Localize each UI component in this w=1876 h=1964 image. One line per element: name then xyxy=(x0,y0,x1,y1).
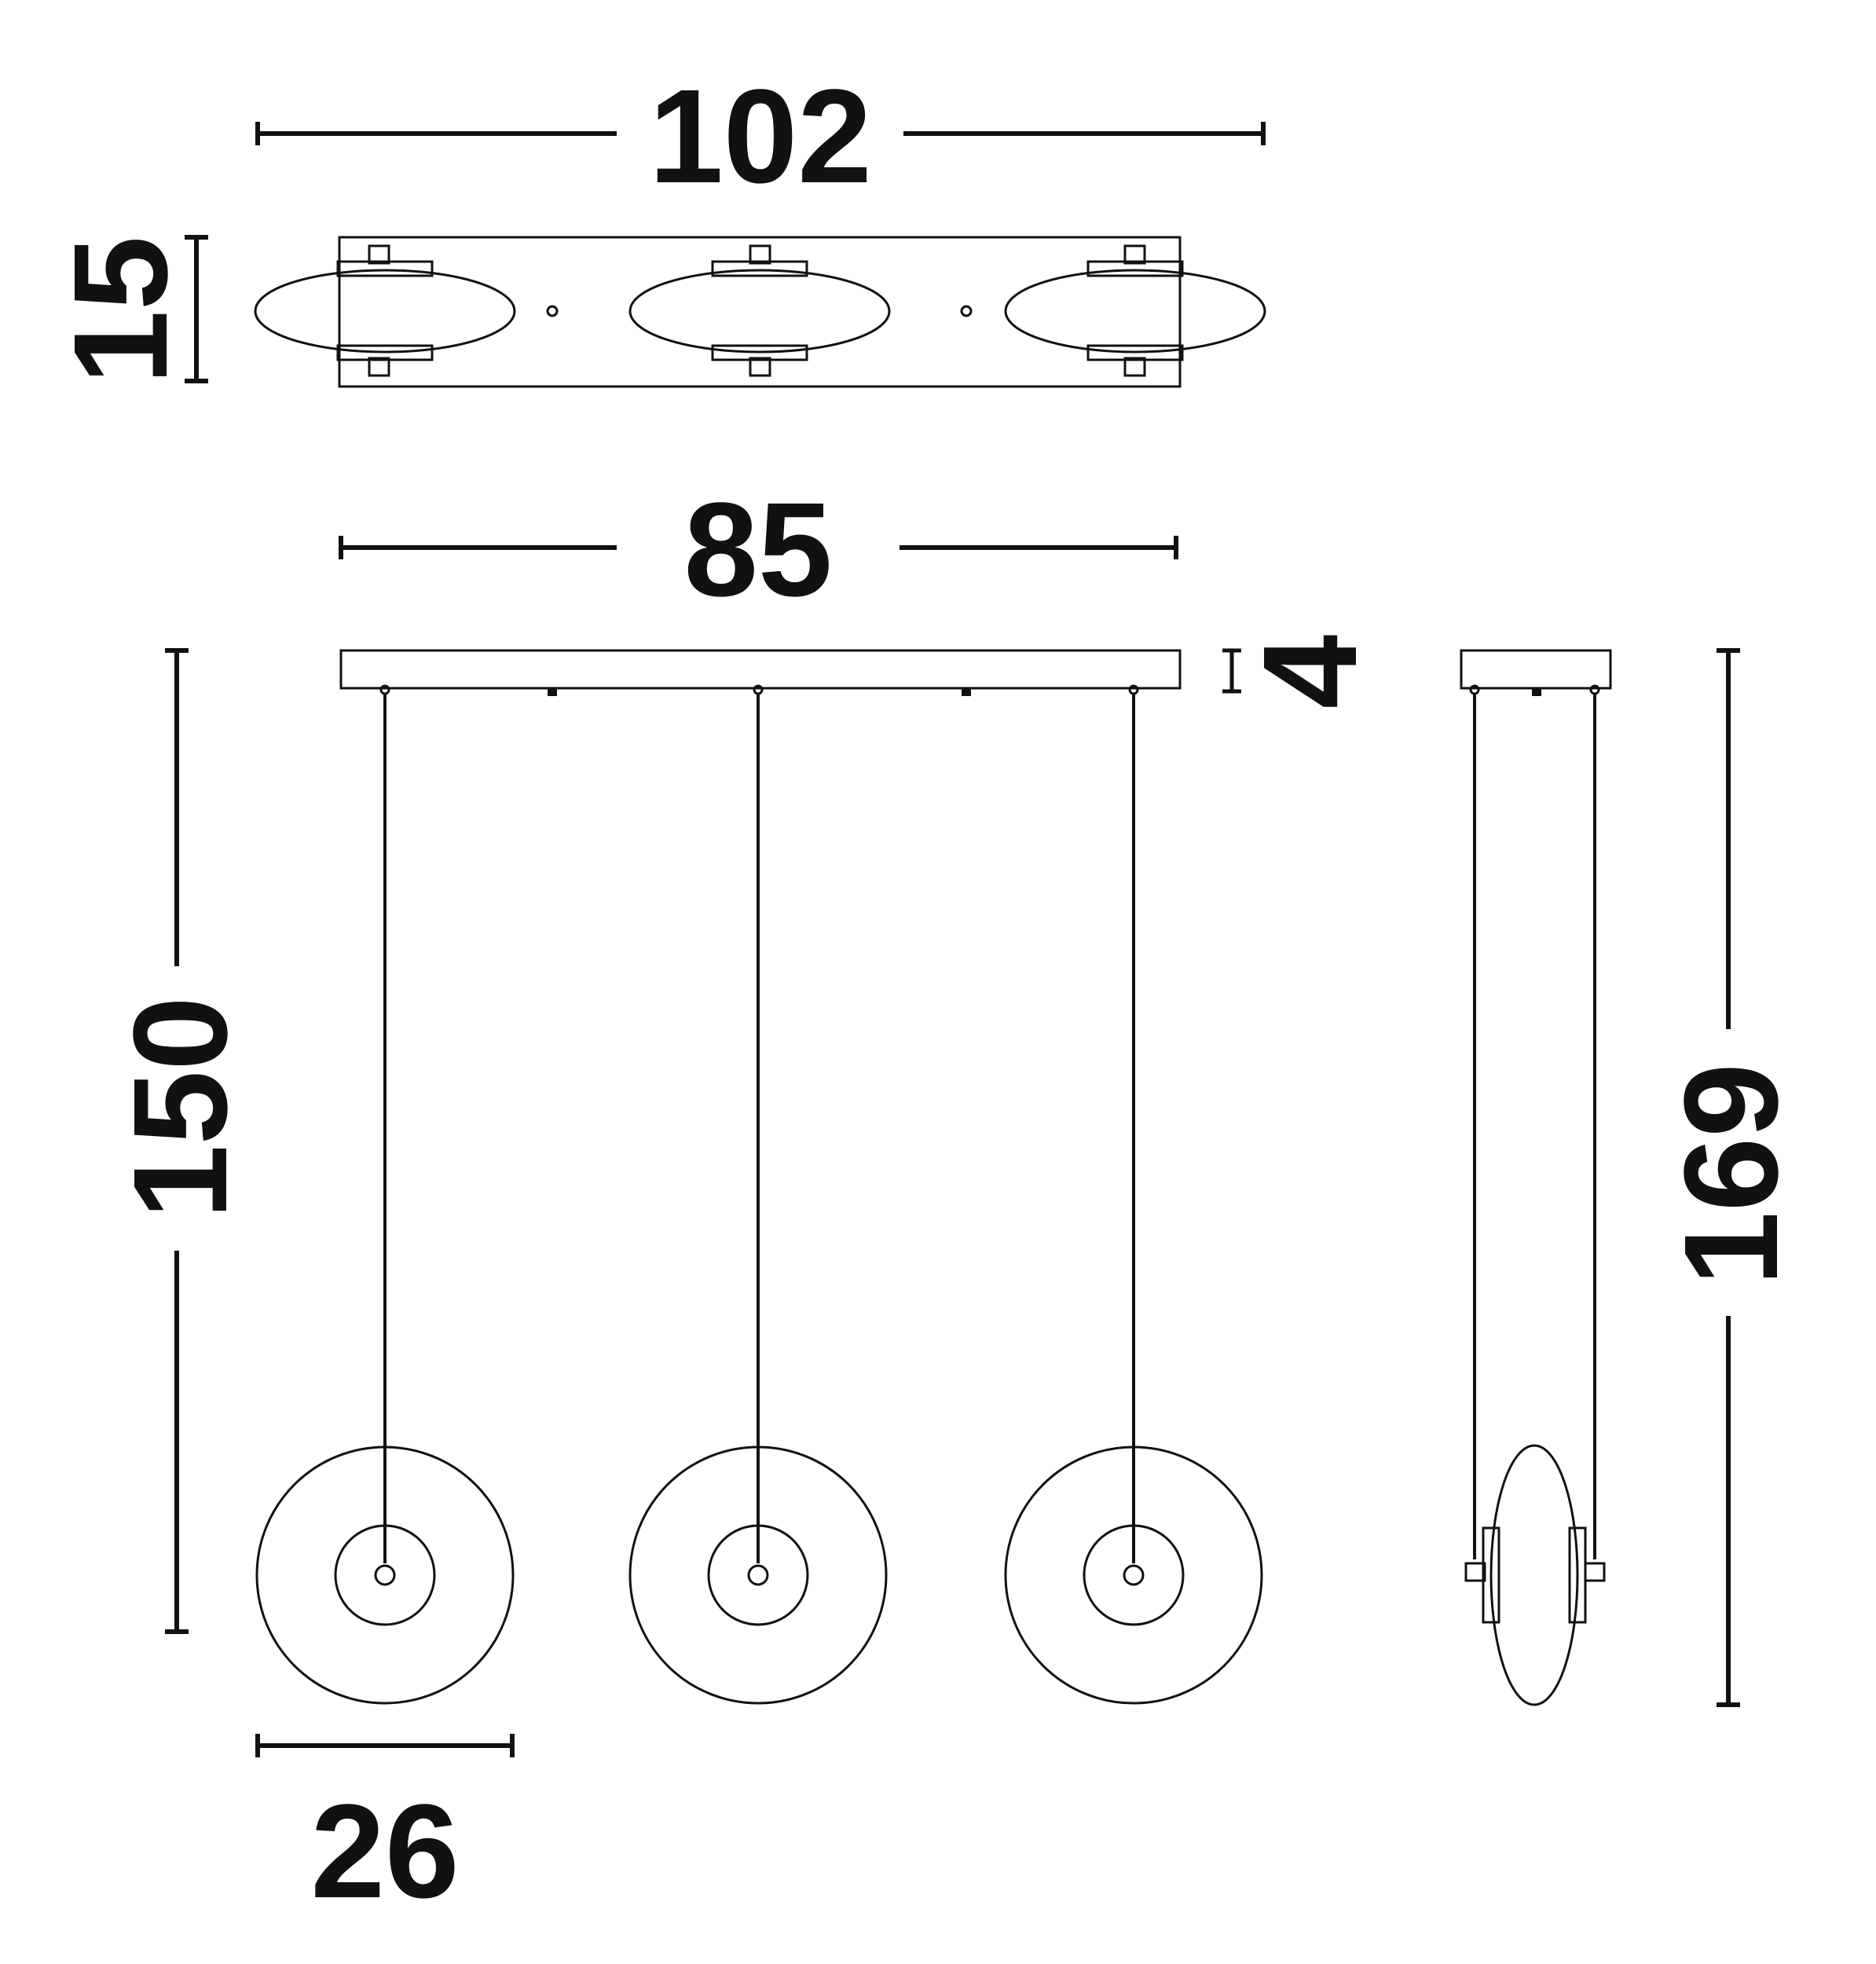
total-width-label: 102 xyxy=(649,62,872,211)
total-height-label: 169 xyxy=(1657,1063,1806,1286)
dimension-drop-height: 150 xyxy=(106,648,255,1634)
top-view-screw-hole-left xyxy=(546,305,559,317)
top-view-depth-label: 15 xyxy=(46,236,196,384)
disc-diameter-label: 26 xyxy=(310,1777,459,1926)
front-view-canopy-screw-right xyxy=(962,688,971,696)
top-view: 102 15 xyxy=(46,62,1266,388)
side-view-canopy-screw xyxy=(1532,688,1541,696)
front-view-canopy xyxy=(339,649,1182,690)
dimension-canopy-height: 4 xyxy=(1222,635,1385,709)
canopy-height-label: 4 xyxy=(1236,635,1385,709)
pendant-right xyxy=(1004,684,1263,1705)
front-view-canopy-screw-left xyxy=(548,688,557,696)
dimension-total-height: 169 xyxy=(1657,648,1806,1707)
dimension-disc-diameter: 26 xyxy=(255,1734,515,1926)
front-view: 85 4 150 xyxy=(106,475,1385,1926)
side-view: 169 xyxy=(1460,648,1806,1707)
pendant-left xyxy=(255,684,515,1705)
drop-height-label: 150 xyxy=(106,996,255,1219)
side-view-canopy xyxy=(1460,649,1612,690)
dimension-top-view-depth: 15 xyxy=(46,235,208,385)
canopy-width-label: 85 xyxy=(683,475,832,625)
dimension-total-width: 102 xyxy=(255,62,1266,211)
side-view-shade xyxy=(1464,1444,1606,1706)
top-view-shade-middle xyxy=(628,244,891,377)
pendant-middle xyxy=(628,684,888,1705)
dimension-canopy-width: 85 xyxy=(339,475,1178,625)
top-view-screw-hole-right xyxy=(960,305,973,317)
top-view-canopy-plate xyxy=(338,236,1182,388)
top-view-shade-left xyxy=(254,244,516,377)
top-view-shade-right xyxy=(1004,244,1266,377)
